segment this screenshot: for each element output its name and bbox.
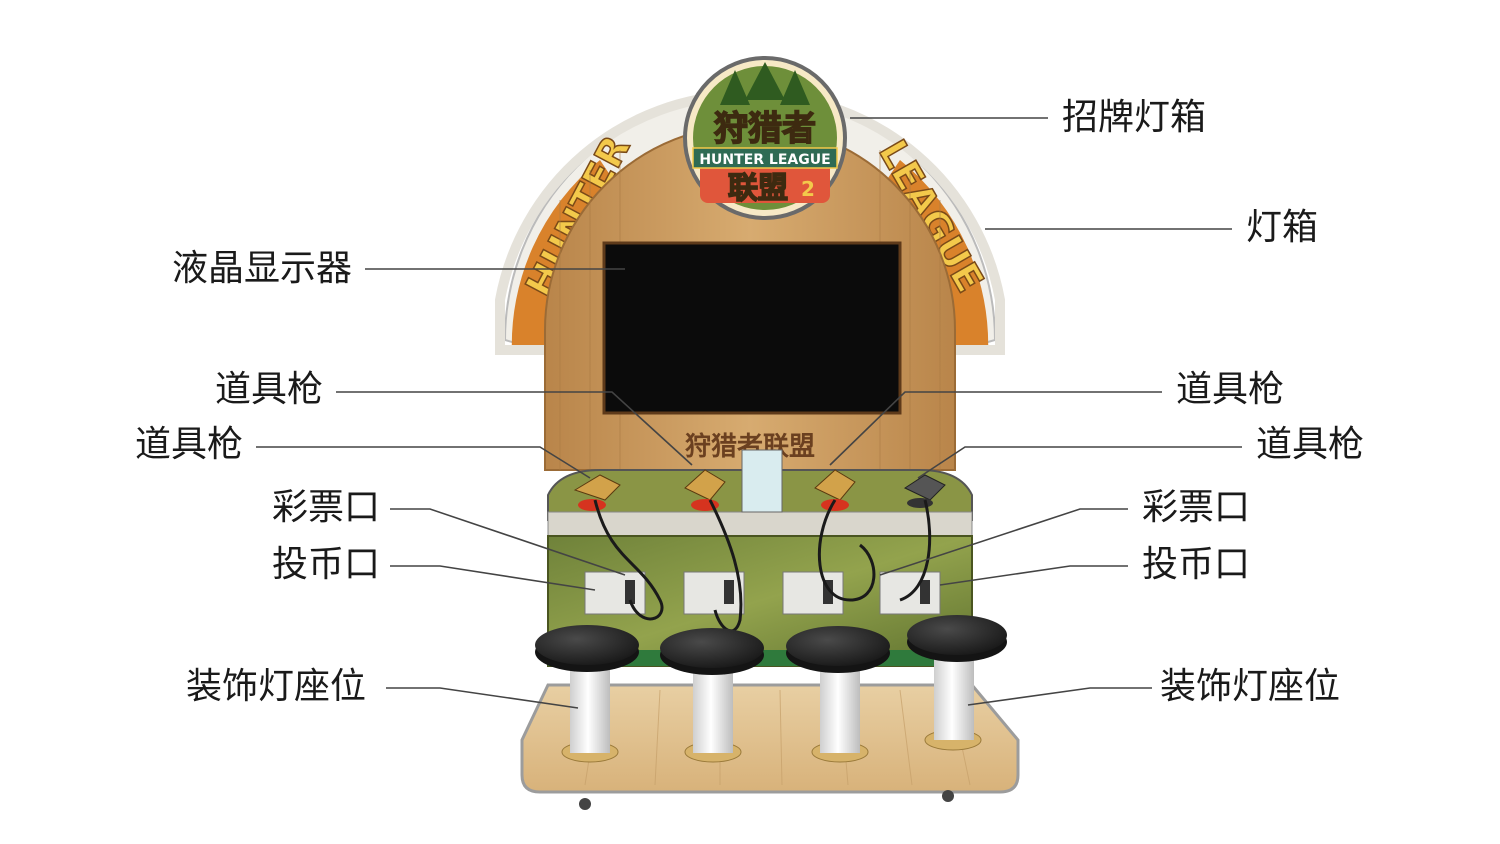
lcd-screen: [602, 241, 902, 415]
sign-title-cn-1: 狩猎者: [714, 109, 816, 149]
leader-gun-right-2: [917, 446, 1242, 479]
label-ticket-outlet-left: 彩票口: [271, 487, 380, 528]
stools: [535, 615, 1007, 763]
sign-lightbox: 狩猎者 HUNTER LEAGUE 联盟 2: [683, 56, 847, 220]
leader-coin-right: [939, 565, 1128, 586]
label-lightbox: 灯箱: [1246, 207, 1319, 248]
label-deco-light-seat-left: 装饰灯座位: [185, 666, 366, 707]
leader-gun-right-1: [829, 391, 1162, 466]
leader-ticket-right: [879, 508, 1128, 576]
label-lcd-display: 液晶显示器: [171, 248, 352, 289]
sign-number: 2: [801, 177, 815, 201]
stool-2: [660, 628, 764, 763]
leader-seat-left: [386, 687, 579, 709]
label-prop-gun-left-1: 道具枪: [214, 369, 323, 410]
label-deco-light-seat-right: 装饰灯座位: [1160, 666, 1341, 707]
leader-seat-right: [967, 687, 1152, 706]
prop-gun-3: [814, 469, 856, 511]
prop-gun-1: [573, 474, 621, 511]
label-prop-gun-right-1: 道具枪: [1176, 369, 1285, 410]
label-prop-gun-left-2: 道具枪: [134, 424, 243, 465]
floor-platform: [520, 683, 1020, 810]
sign-title-cn-2: 联盟: [728, 171, 788, 206]
prop-guns: [573, 469, 946, 511]
stool-4: [907, 615, 1007, 751]
label-coin-slot-right: 投币口: [1142, 544, 1251, 585]
stool-1: [535, 625, 639, 763]
leader-lines: [256, 117, 1242, 709]
label-sign-lightbox: 招牌灯箱: [1062, 97, 1207, 138]
leader-gun-left-2: [256, 446, 591, 479]
leader-coin-left: [390, 565, 596, 591]
label-coin-slot-left: 投币口: [271, 544, 380, 585]
stool-3: [786, 626, 890, 763]
label-ticket-outlet-right: 彩票口: [1142, 487, 1251, 528]
label-prop-gun-right-2: 道具枪: [1256, 424, 1365, 465]
leader-ticket-left: [390, 508, 626, 576]
sign-subtitle-en: HUNTER LEAGUE: [699, 152, 830, 168]
leader-gun-left-1: [336, 391, 693, 466]
